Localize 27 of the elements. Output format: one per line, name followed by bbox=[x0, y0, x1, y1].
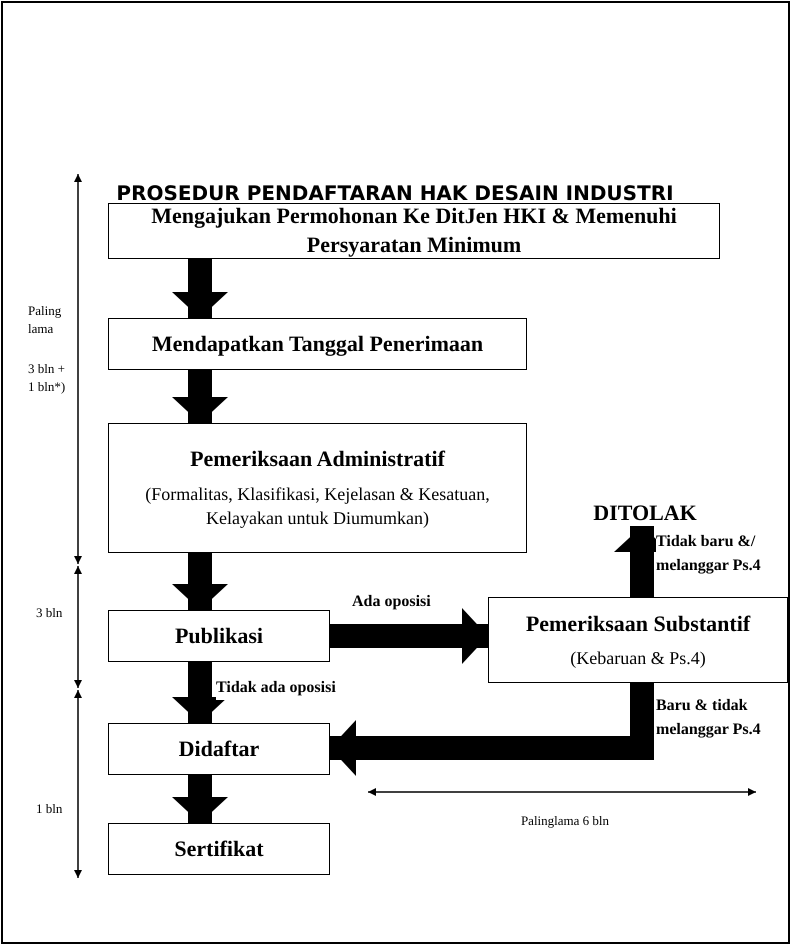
process-box bbox=[108, 823, 330, 875]
process-box bbox=[108, 423, 527, 553]
process-box bbox=[108, 203, 720, 259]
block-arrow bbox=[330, 683, 654, 776]
step-note: (Formalitas, Klasifikasi, Kejelasan & Kesatuan, Kelayakan untuk Diumumkan) bbox=[144, 483, 491, 530]
step-title: Pemeriksaan Substantif bbox=[526, 610, 750, 638]
block-arrow bbox=[172, 553, 228, 610]
duration-label: Paling lama bbox=[28, 302, 62, 338]
step-title: Didaftar bbox=[178, 734, 260, 763]
step-title: Mendapatkan Tanggal Penerimaan bbox=[152, 330, 484, 358]
step-title: Sertifikat bbox=[174, 834, 264, 863]
block-arrow bbox=[172, 775, 228, 823]
block-arrow bbox=[172, 259, 228, 318]
step-note: (Kebaruan & Ps.4) bbox=[570, 647, 706, 670]
duration-label: Palinglama 6 bln bbox=[520, 812, 610, 830]
process-box bbox=[108, 318, 527, 370]
result-text: DITOLAK bbox=[593, 498, 697, 527]
process-box bbox=[108, 723, 330, 775]
duration-label: 3 bln + 1 bln*) bbox=[28, 360, 66, 396]
duration-label: 1 bln bbox=[36, 800, 64, 818]
block-arrow bbox=[172, 370, 228, 423]
duration-label: 3 bln bbox=[36, 604, 64, 622]
process-box bbox=[488, 597, 788, 683]
process-box bbox=[108, 610, 330, 662]
step-title: Publikasi bbox=[174, 622, 264, 650]
step-title: Pemeriksaan Administratif bbox=[190, 445, 445, 474]
block-arrow bbox=[330, 608, 488, 664]
